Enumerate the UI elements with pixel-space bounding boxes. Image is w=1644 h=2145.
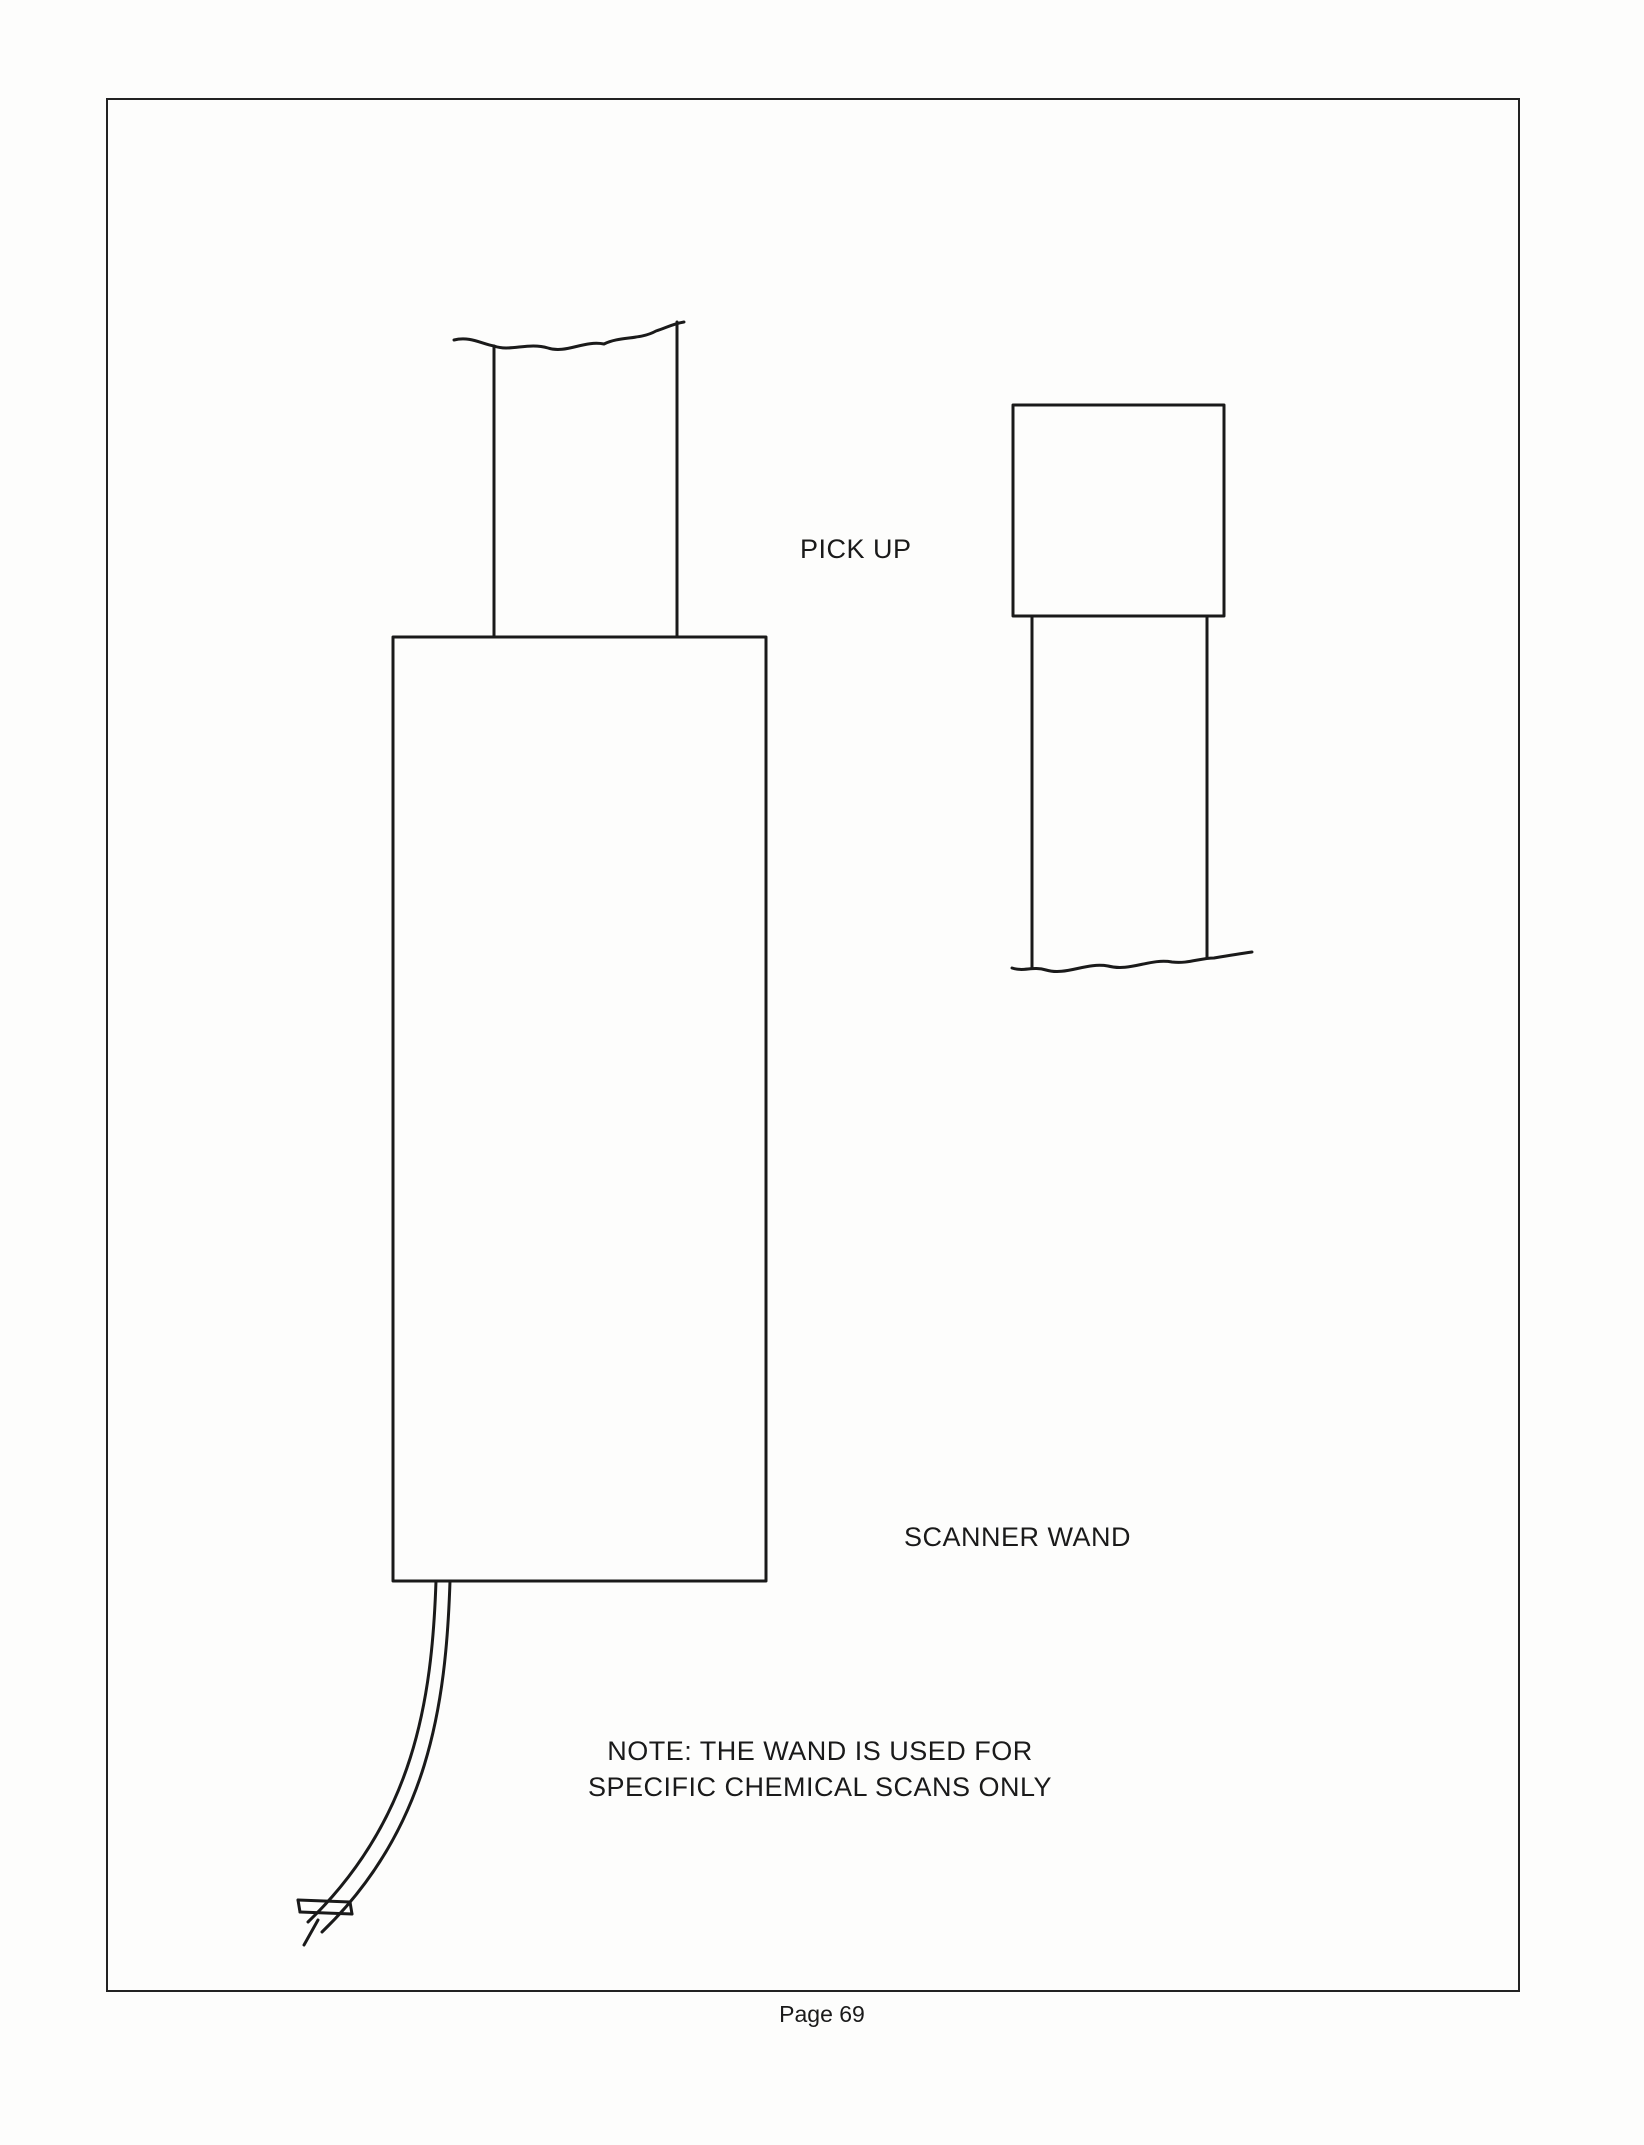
wand-body: [391, 635, 768, 1583]
wand-cable: [306, 1579, 452, 1934]
pick-up-label: PICK UP: [800, 534, 912, 564]
cable-connector: [296, 1898, 354, 1947]
scanner-wand-label: SCANNER WAND: [904, 1522, 1132, 1552]
page-border-frame: [106, 98, 1520, 1992]
usage-note-line-2: SPECIFIC CHEMICAL SCANS ONLY: [587, 1772, 1053, 1802]
wand-handle-torn-edge: [452, 320, 686, 351]
pickup-shaft: [1030, 614, 1209, 970]
usage-note-line-1: NOTE: THE WAND IS USED FOR: [607, 1736, 1033, 1766]
page-number: Page 69: [779, 2001, 865, 2027]
pickup-torn-edge: [1010, 950, 1254, 973]
pickup-head: [1011, 403, 1226, 618]
usage-note: NOTE: THE WAND IS USED FOR SPECIFIC CHEM…: [540, 1733, 1100, 1805]
wand-handle-shaft: [492, 320, 679, 639]
